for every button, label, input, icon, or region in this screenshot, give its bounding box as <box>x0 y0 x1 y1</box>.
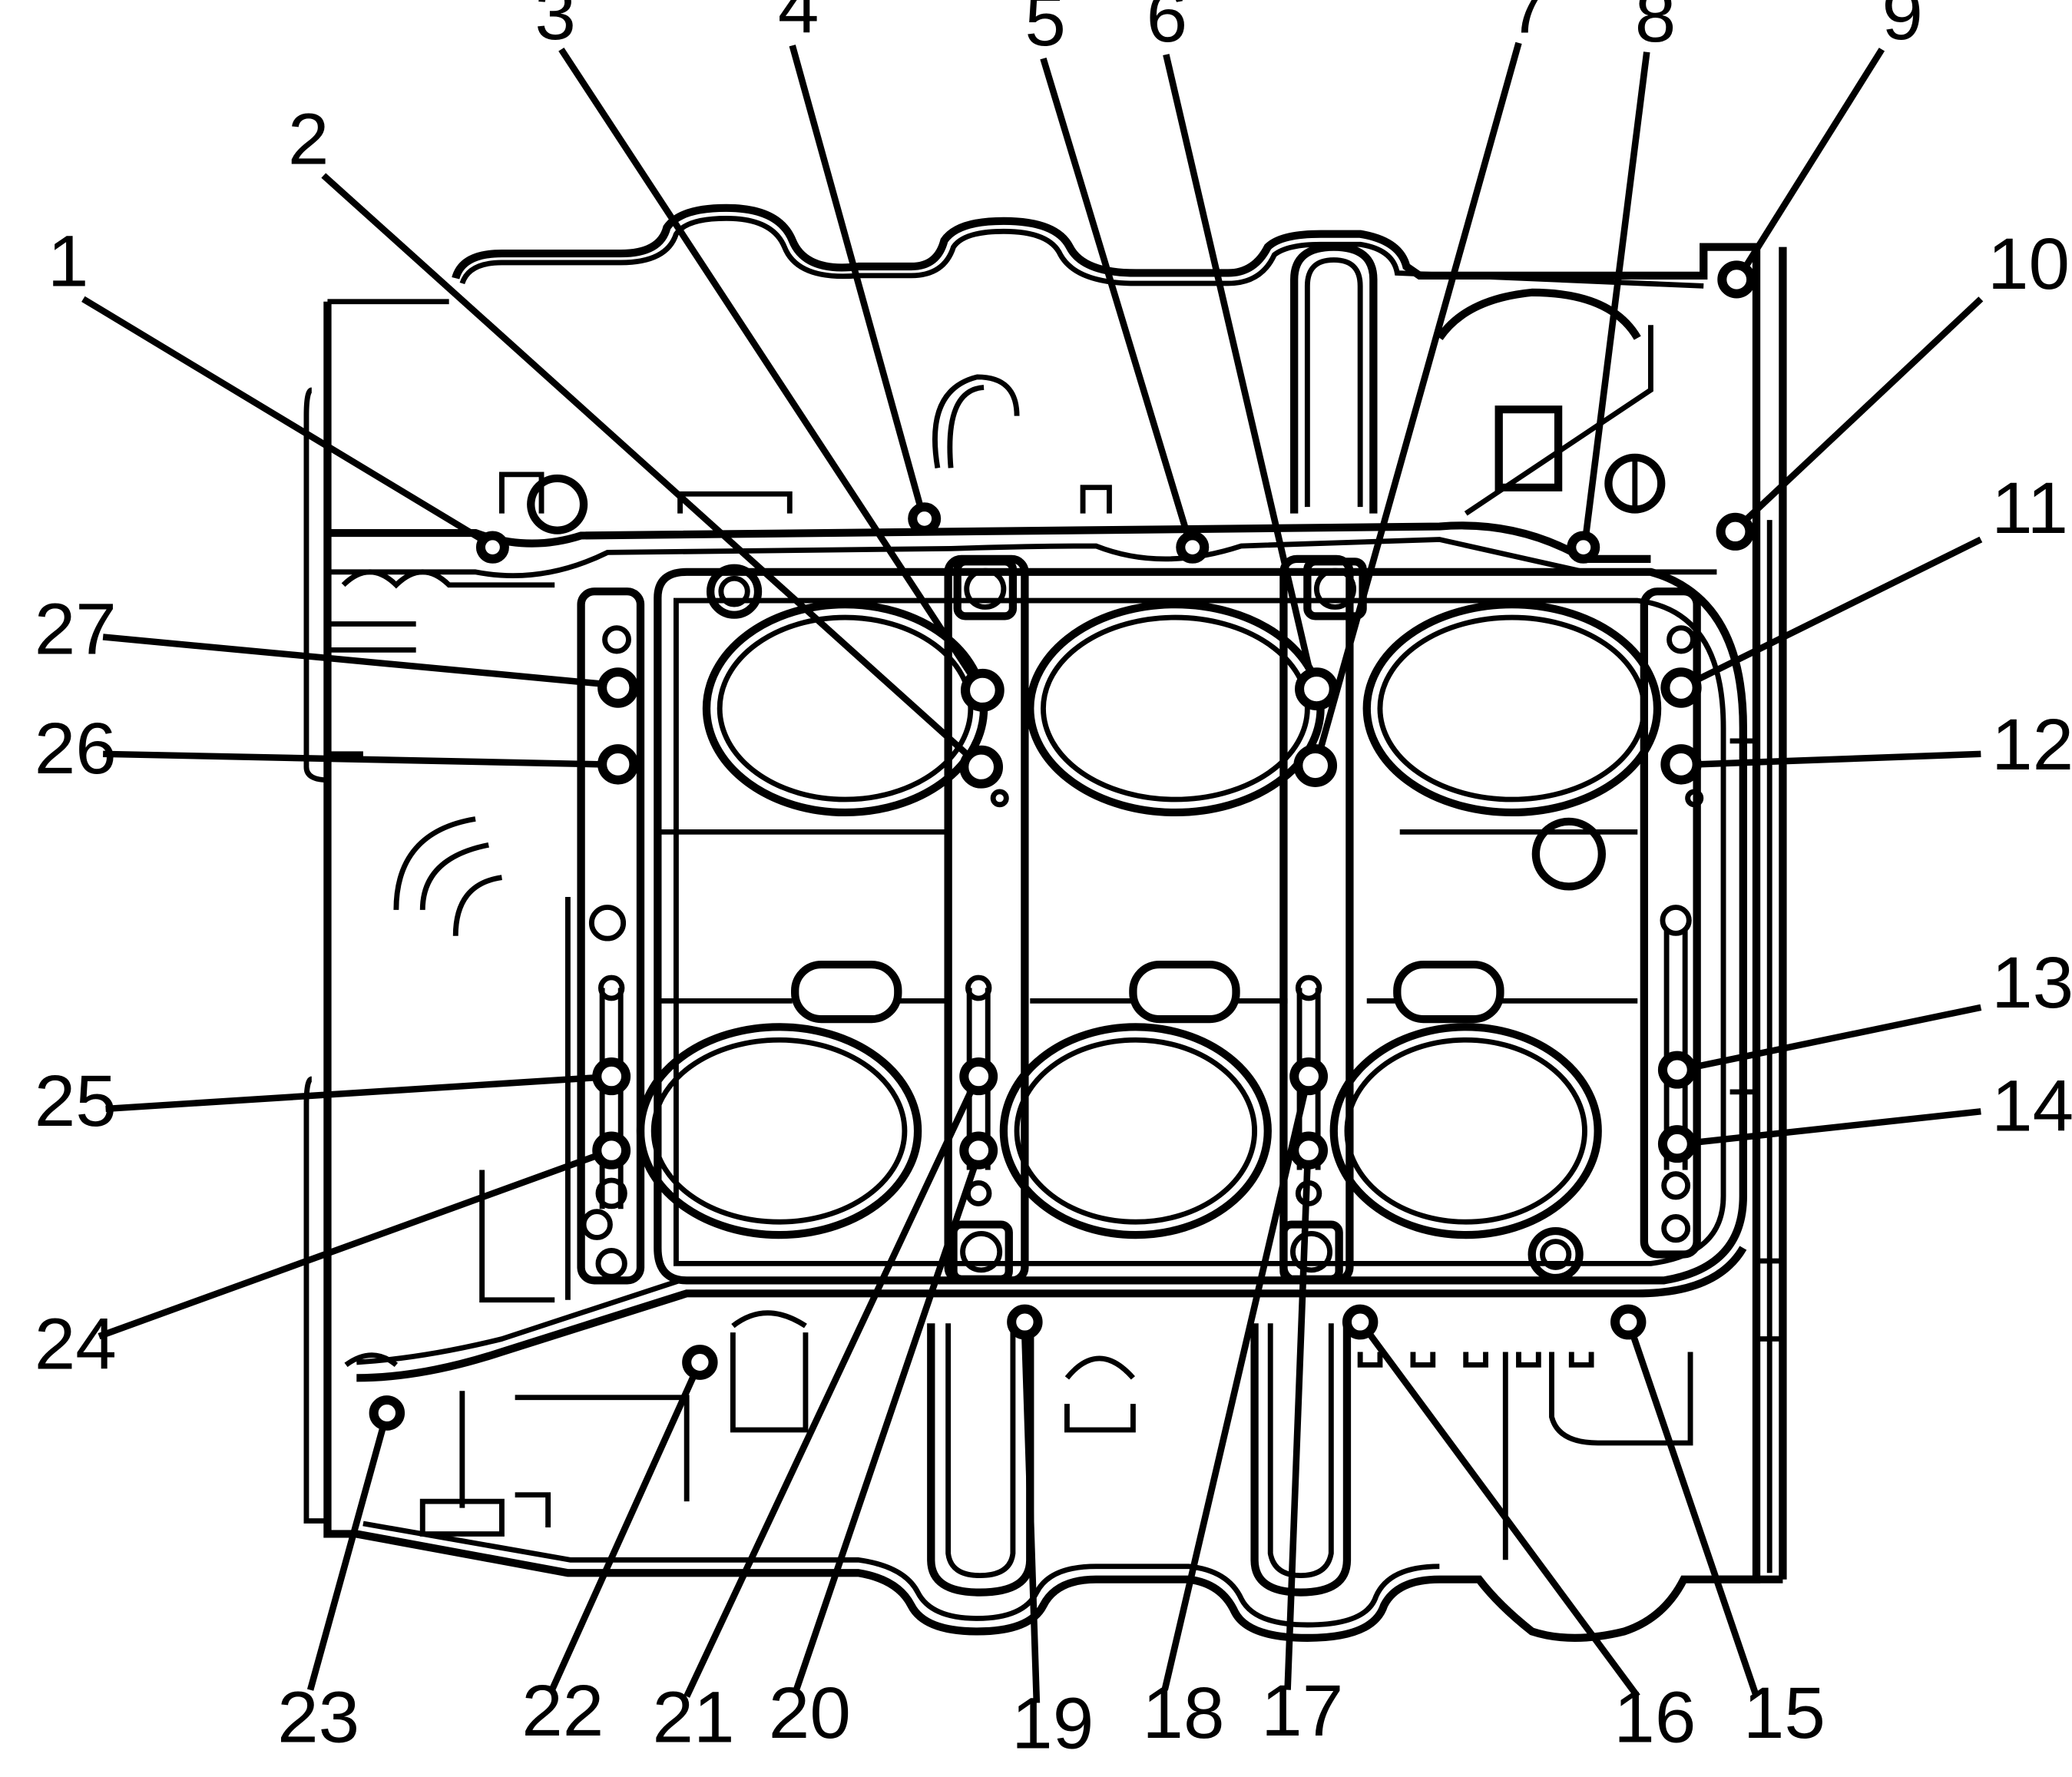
bolt-hole-22 <box>682 1345 718 1380</box>
callout-number-26: 26 <box>35 709 117 789</box>
leader-line-3 <box>558 48 975 678</box>
leader-line-21 <box>683 1090 974 1698</box>
leader-line-18 <box>1161 1090 1309 1691</box>
bolt-hole-18 <box>1289 1057 1329 1096</box>
bolt-hole-21 <box>959 1057 998 1096</box>
bolt-hole-6 <box>1295 667 1339 711</box>
callout-number-27: 27 <box>35 589 117 670</box>
leader-line-12 <box>1696 750 1981 768</box>
callout-number-11: 11 <box>1991 468 2068 549</box>
callout-number-12: 12 <box>1991 705 2072 786</box>
callout-number-9: 9 <box>1882 0 1923 55</box>
callout-number-24: 24 <box>35 1304 117 1385</box>
leader-line-23 <box>306 1426 386 1691</box>
leader-line-27 <box>102 634 601 687</box>
leader-line-14 <box>1693 1108 1981 1147</box>
leader-line-25 <box>105 1074 596 1113</box>
bolt-hole-10 <box>1716 512 1755 551</box>
bolt-hole-11 <box>1660 667 1702 708</box>
bolt-hole-4 <box>908 502 942 535</box>
bolt-hole-9 <box>1717 260 1756 299</box>
bolt-hole-26 <box>597 744 639 785</box>
callout-number-18: 18 <box>1142 1673 1224 1754</box>
leader-line-17 <box>1284 1166 1311 1690</box>
leader-line-15 <box>1630 1335 1760 1698</box>
callout-number-4: 4 <box>778 0 819 48</box>
bolt-hole-16 <box>1342 1304 1379 1340</box>
leader-line-7 <box>1317 41 1522 750</box>
leader-line-13 <box>1692 1004 1982 1071</box>
callout-number-6: 6 <box>1147 0 1188 58</box>
bolt-hole-3 <box>960 668 1005 712</box>
leader-line-6 <box>1163 54 1314 673</box>
leader-line-16 <box>1366 1332 1640 1699</box>
bolt-hole-7 <box>1293 744 1338 787</box>
leader-line-24 <box>98 1152 598 1340</box>
callout-number-25: 25 <box>35 1061 117 1142</box>
bolt-hole-8 <box>1567 531 1600 564</box>
leader-line-10 <box>1743 296 1984 523</box>
engine-block-outline <box>303 204 1787 1642</box>
callout-number-15: 15 <box>1743 1673 1825 1754</box>
leader-line-22 <box>548 1375 697 1692</box>
leader-line-2 <box>321 173 971 758</box>
bolt-hole-2 <box>959 745 1004 789</box>
callout-number-13: 13 <box>1991 943 2072 1024</box>
leader-line-5 <box>1040 57 1191 535</box>
callout-number-5: 5 <box>1024 0 1066 61</box>
callout-number-1: 1 <box>48 221 89 302</box>
bolt-hole-17 <box>1289 1131 1329 1170</box>
bolt-holes <box>369 260 1756 1431</box>
leader-line-19 <box>1021 1336 1041 1703</box>
bolt-hole-19 <box>1007 1304 1043 1340</box>
bolt-hole-27 <box>597 667 639 708</box>
callout-number-16: 16 <box>1614 1677 1696 1758</box>
callout-number-23: 23 <box>277 1677 359 1758</box>
bolt-hole-1 <box>475 531 509 564</box>
bolt-hole-20 <box>959 1131 998 1170</box>
callout-number-7: 7 <box>1508 0 1550 48</box>
callout-numbers: 1 2 3 4 5 6 7 8 9 10 11 12 13 14 15 16 1… <box>35 0 2072 1765</box>
leader-line-26 <box>103 750 601 768</box>
callout-number-8: 8 <box>1635 0 1676 58</box>
callout-number-17: 17 <box>1261 1671 1343 1752</box>
callout-number-19: 19 <box>1011 1683 1094 1764</box>
callout-number-14: 14 <box>1991 1066 2072 1147</box>
leader-lines <box>81 41 1984 1703</box>
leader-line-4 <box>789 45 924 508</box>
bolt-hole-14 <box>1657 1125 1696 1163</box>
bolt-hole-15 <box>1610 1304 1647 1340</box>
bolt-hole-25 <box>592 1057 631 1096</box>
callout-number-20: 20 <box>769 1673 851 1754</box>
leader-line-8 <box>1582 51 1650 535</box>
bolt-hole-5 <box>1176 531 1210 564</box>
callout-number-2: 2 <box>288 99 329 180</box>
leader-line-20 <box>793 1165 978 1691</box>
callout-number-3: 3 <box>535 0 576 55</box>
leader-line-1 <box>81 296 484 543</box>
bolt-hole-13 <box>1657 1051 1696 1089</box>
leader-line-9 <box>1743 48 1885 269</box>
leader-line-11 <box>1695 536 1983 683</box>
bolt-hole-23 <box>369 1395 405 1431</box>
callout-number-22: 22 <box>521 1671 604 1752</box>
bolt-hole-24 <box>592 1131 631 1170</box>
callout-number-10: 10 <box>1988 223 2070 304</box>
callout-number-21: 21 <box>652 1677 734 1758</box>
bolt-hole-12 <box>1660 744 1702 785</box>
